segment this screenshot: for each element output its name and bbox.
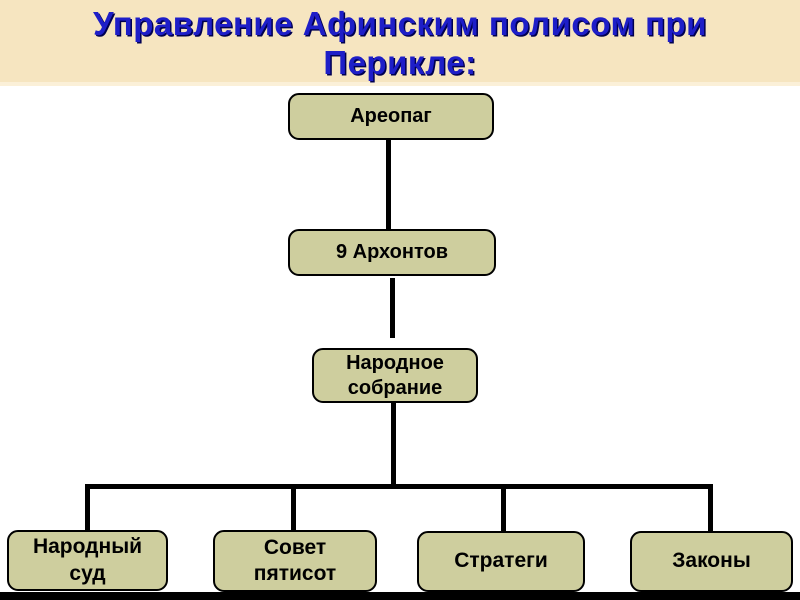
footer-bar [0, 592, 800, 600]
connector-arkhonty-sobranie [390, 278, 395, 338]
node-strategi-label: Стратеги [454, 549, 548, 573]
branch-drop-sovet-pyatisot [291, 487, 296, 532]
node-zakony-label: Законы [672, 549, 751, 573]
node-sovet-pyatisot: Совет пятисот [213, 530, 377, 592]
branch-drop-narodny-sud [85, 487, 90, 532]
node-narodny-sud-label: Народный суд [32, 535, 143, 585]
node-strategi: Стратеги [417, 531, 585, 592]
node-9-arkhontov: 9 Архонтов [288, 229, 496, 276]
node-areopag-label: Ареопаг [350, 105, 432, 127]
slide-title-line-1: Управление Афинским полисом при [93, 5, 707, 42]
node-9-arkhontov-label: 9 Архонтов [335, 241, 449, 263]
node-narodny-sud: Народный суд [7, 530, 168, 591]
connector-sobranie-branch [391, 401, 396, 487]
node-zakony: Законы [630, 531, 793, 592]
title-band: Управление Афинским полисом при Перикле: [0, 0, 800, 86]
slide-title: Управление Афинским полисом при Перикле: [0, 0, 800, 82]
connector-areopag-arkhonty [386, 138, 391, 231]
node-areopag: Ареопаг [288, 93, 494, 140]
slide-title-line-2: Перикле: [323, 44, 477, 81]
branch-horizontal-line [85, 484, 713, 489]
node-narodnoe-sobranie-label: Народное собрание [346, 351, 444, 399]
branch-drop-strategi [501, 487, 506, 532]
node-narodnoe-sobranie: Народное собрание [312, 348, 478, 403]
branch-drop-zakony [708, 487, 713, 532]
node-sovet-pyatisot-label: Совет пятисот [253, 535, 337, 585]
